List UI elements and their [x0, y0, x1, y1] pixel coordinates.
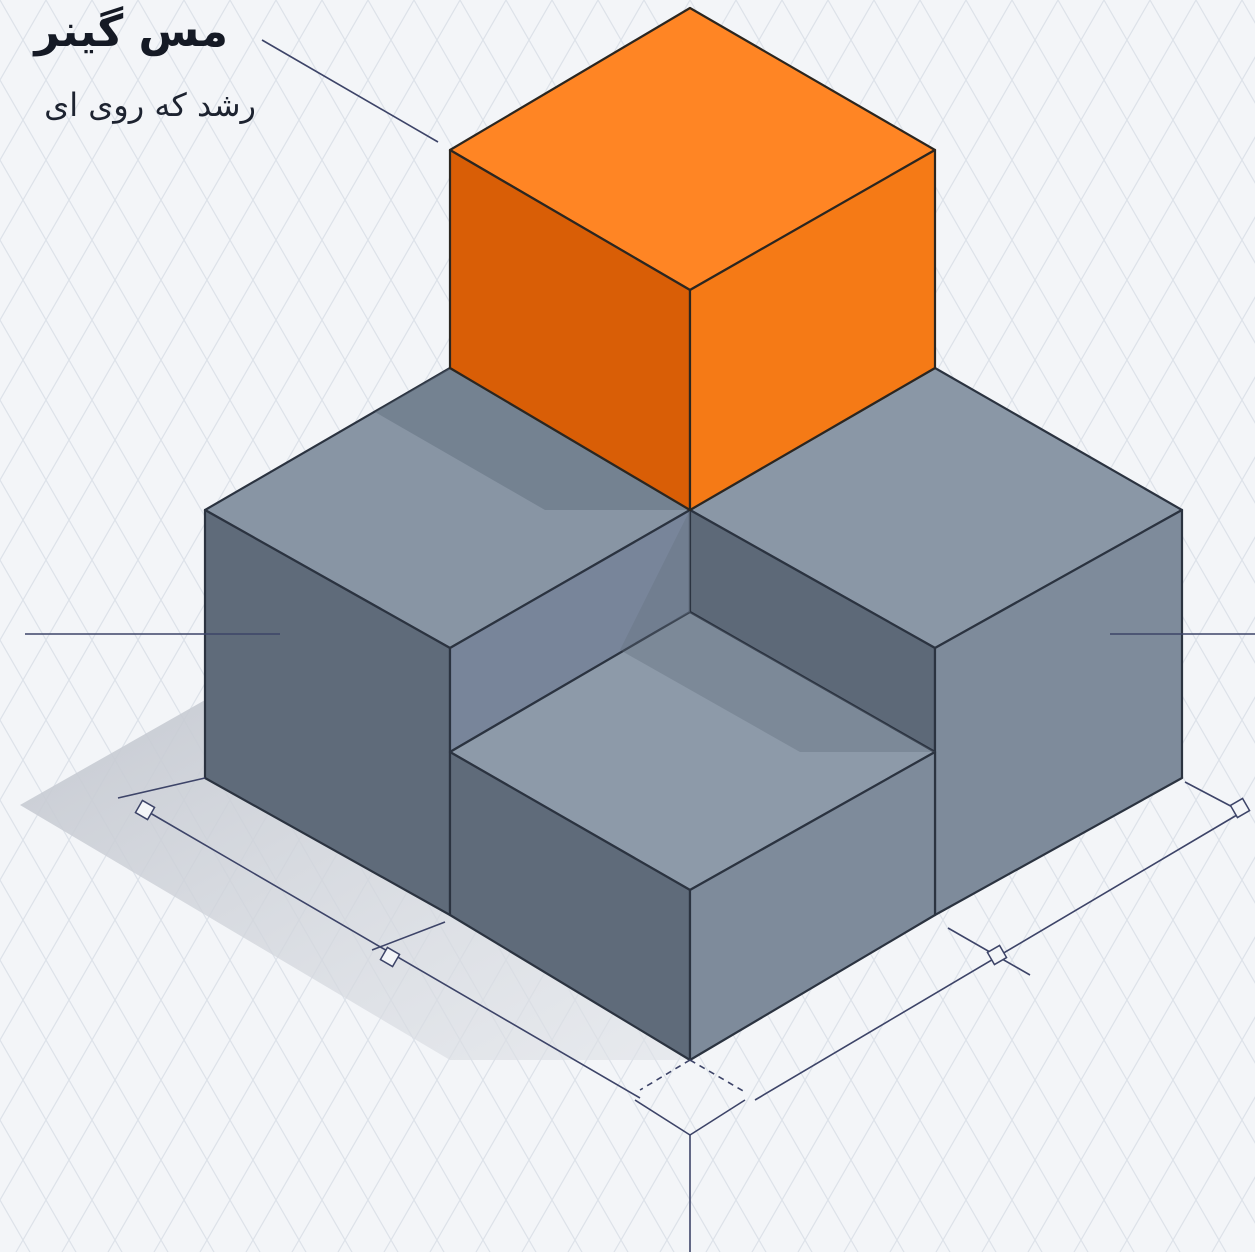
base-right-edge	[689, 1099, 746, 1136]
dimension-marker-icon	[379, 946, 401, 968]
dimension-marker-icon	[134, 799, 156, 821]
base-dashed-left	[639, 1059, 691, 1091]
shadow-on-left-top	[375, 368, 690, 510]
base-left-edge	[634, 1099, 691, 1136]
dimension-marker-icon	[1229, 797, 1251, 819]
left-dimension-tick-b	[371, 921, 446, 951]
front-cube-right-face	[688, 750, 937, 1062]
dimension-marker-icon	[986, 944, 1008, 966]
left-dimension-tick-a	[117, 777, 206, 799]
cast-shadow	[20, 700, 690, 1060]
accent-cube	[448, 6, 937, 512]
shadow-on-front-top	[620, 612, 935, 752]
dimension-markers	[134, 797, 1251, 968]
inner-corner-shade	[620, 510, 690, 650]
title-leader-line	[261, 39, 439, 143]
accent-cube-right-face	[688, 148, 937, 512]
caption-title: مس گینر	[34, 6, 228, 57]
caption-subtitle: رشد که روی ای	[44, 86, 256, 124]
grey-block-group	[203, 366, 1184, 1062]
